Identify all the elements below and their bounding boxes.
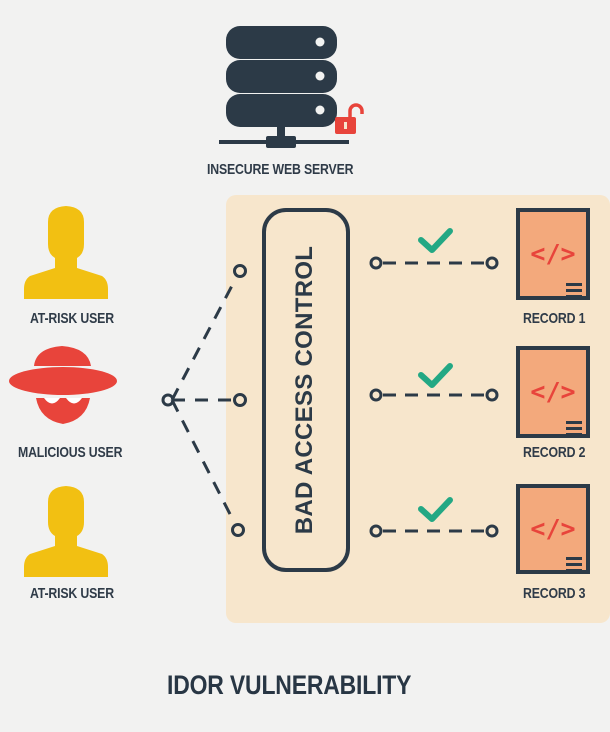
check-icon [418,497,453,522]
diagram-title: IDOR VULNERABILITY [167,670,412,700]
code-file-icon: </> [516,346,590,438]
unlocked-lock-icon [335,103,364,134]
hacker-icon [9,346,117,424]
check-icon [418,363,453,388]
code-file-icon: </> [516,208,590,300]
check-icon [418,228,453,253]
svg-text:</>: </> [530,239,575,268]
svg-text:</>: </> [530,377,575,406]
user-icon [24,486,108,577]
access-control-label: BAD ACCESS CONTROL [291,245,318,535]
user-label: AT-RISK USER [30,585,114,602]
code-file-icon: </> [516,484,590,574]
server-icon [219,26,349,148]
hacker-connector-node [161,393,175,407]
user-label: AT-RISK USER [30,310,114,327]
record-connectors [369,256,499,538]
malicious-user-label: MALICIOUS USER [18,444,123,461]
record-label: RECORD 3 [523,585,586,602]
user-icon [24,206,108,299]
access-panel [226,195,610,623]
svg-text:</>: </> [530,514,575,543]
record-label: RECORD 1 [523,310,586,327]
record-label: RECORD 2 [523,444,586,461]
request-connectors [170,264,247,537]
server-label: INSECURE WEB SERVER [207,161,354,178]
access-control-box [262,208,350,572]
